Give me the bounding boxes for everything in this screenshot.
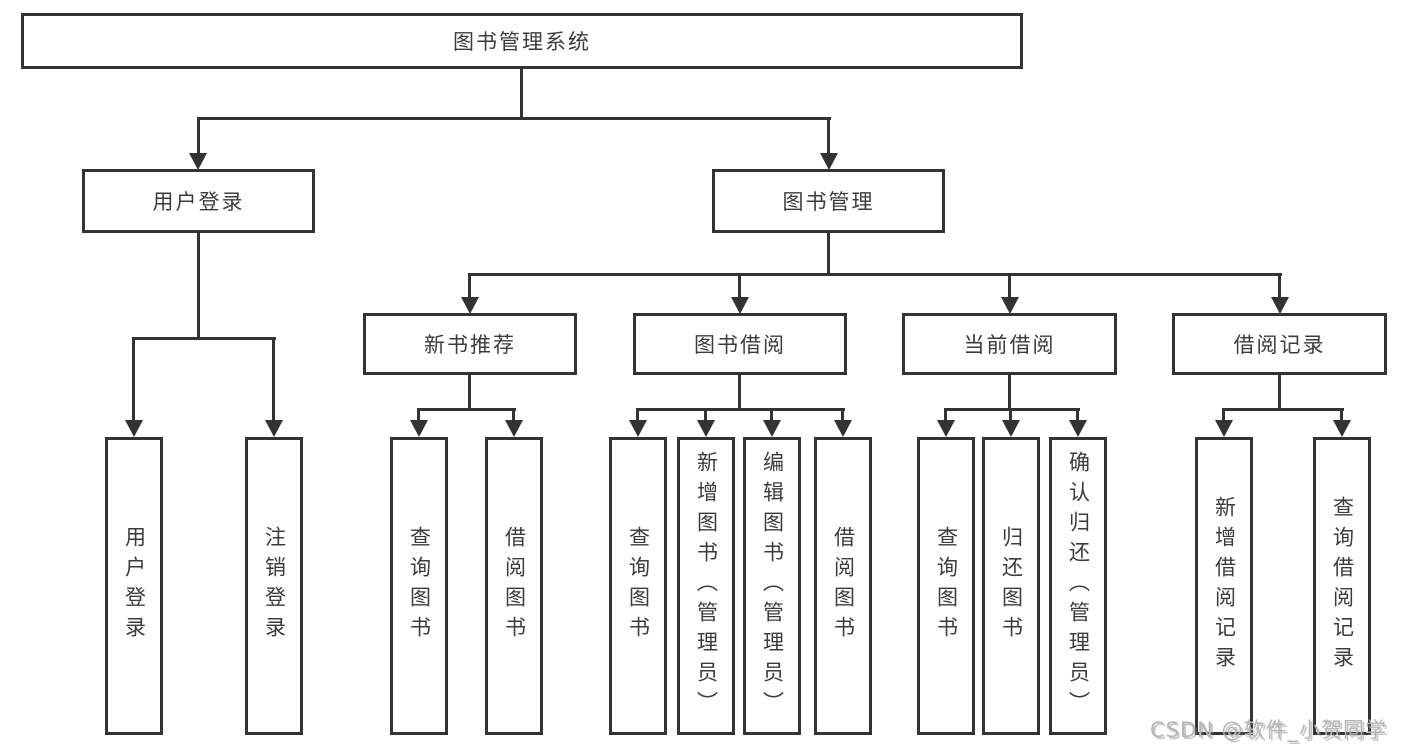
connector-h bbox=[197, 117, 831, 120]
node-label: 新增图书（管理员） bbox=[694, 451, 719, 721]
connector-v bbox=[1009, 408, 1012, 422]
connector-v bbox=[417, 408, 420, 422]
connector-v bbox=[1222, 408, 1225, 422]
connector-v bbox=[738, 375, 741, 408]
connector-h bbox=[468, 273, 1282, 276]
arrowhead-down-icon bbox=[1271, 297, 1289, 314]
leaf-logout: 注销登录 bbox=[245, 437, 303, 735]
leaf-query-borrow-record: 查询借阅记录 bbox=[1313, 437, 1371, 735]
arrowhead-down-icon bbox=[820, 153, 838, 170]
node-book-borrowing: 图书借阅 bbox=[633, 313, 847, 375]
csdn-watermark: CSDN @软件_小贺同学 bbox=[1150, 718, 1388, 742]
node-label: 查询图书 bbox=[626, 526, 651, 646]
leaf-borrow-books-recommend: 借阅图书 bbox=[485, 437, 543, 735]
node-user-login-module: 用户登录 bbox=[82, 169, 315, 233]
connector-v bbox=[1008, 375, 1011, 408]
node-label: 查询图书 bbox=[407, 526, 432, 646]
connector-v bbox=[197, 117, 200, 155]
connector-h bbox=[1222, 408, 1344, 411]
arrowhead-down-icon bbox=[1001, 297, 1019, 314]
node-label: 借阅图书 bbox=[831, 526, 856, 646]
node-label: 查询图书 bbox=[934, 526, 959, 646]
node-label: 注销登录 bbox=[262, 526, 287, 646]
connector-v bbox=[468, 273, 471, 299]
connector-v bbox=[1008, 273, 1011, 299]
node-borrowing-records: 借阅记录 bbox=[1172, 313, 1387, 375]
arrowhead-down-icon bbox=[834, 420, 852, 437]
node-label: 图书借阅 bbox=[694, 333, 786, 357]
connector-h bbox=[636, 408, 845, 411]
arrowhead-down-icon bbox=[731, 297, 749, 314]
node-current-borrowing: 当前借阅 bbox=[902, 313, 1117, 375]
arrowhead-down-icon bbox=[629, 420, 647, 437]
leaf-add-borrow-record: 新增借阅记录 bbox=[1195, 437, 1253, 735]
connector-v bbox=[770, 408, 773, 422]
node-label: 查询借阅记录 bbox=[1330, 496, 1355, 676]
arrowhead-down-icon bbox=[410, 420, 428, 437]
node-label: 确认归还（管理员） bbox=[1066, 451, 1091, 721]
arrowhead-down-icon bbox=[125, 420, 143, 437]
connector-v bbox=[520, 69, 523, 117]
node-label: 新书推荐 bbox=[424, 333, 516, 357]
connector-h bbox=[417, 408, 516, 411]
arrowhead-down-icon bbox=[1215, 420, 1233, 437]
connector-v bbox=[704, 408, 707, 422]
connector-v bbox=[827, 117, 830, 155]
connector-v bbox=[272, 337, 275, 421]
arrowhead-down-icon bbox=[1002, 420, 1020, 437]
arrowhead-down-icon bbox=[763, 420, 781, 437]
connector-v bbox=[468, 375, 471, 408]
arrowhead-down-icon bbox=[189, 153, 207, 170]
leaf-borrow-books-borrowing: 借阅图书 bbox=[814, 437, 872, 735]
connector-v bbox=[512, 408, 515, 422]
arrowhead-down-icon bbox=[1333, 420, 1351, 437]
node-label: 用户登录 bbox=[152, 190, 245, 214]
node-label: 借阅记录 bbox=[1233, 333, 1326, 357]
node-label: 图书管理 bbox=[782, 190, 875, 214]
leaf-query-books-recommend: 查询图书 bbox=[390, 437, 448, 735]
leaf-add-books-admin: 新增图书（管理员） bbox=[677, 437, 735, 735]
node-label: 新增借阅记录 bbox=[1212, 496, 1237, 676]
node-label: 归还图书 bbox=[999, 526, 1024, 646]
node-label: 当前借阅 bbox=[963, 333, 1056, 357]
arrowhead-down-icon bbox=[937, 420, 955, 437]
connector-v bbox=[1340, 408, 1343, 422]
connector-v bbox=[132, 337, 135, 421]
arrowhead-down-icon bbox=[461, 297, 479, 314]
leaf-query-books-current: 查询图书 bbox=[917, 437, 975, 735]
arrowhead-down-icon bbox=[265, 420, 283, 437]
node-label: 编辑图书（管理员） bbox=[760, 451, 785, 721]
connector-v bbox=[944, 408, 947, 422]
connector-v bbox=[841, 408, 844, 422]
connector-v bbox=[1278, 375, 1281, 408]
connector-v bbox=[827, 233, 830, 273]
node-label: 用户登录 bbox=[122, 526, 147, 646]
leaf-query-books-borrowing: 查询图书 bbox=[609, 437, 667, 735]
node-library-management-system: 图书管理系统 bbox=[21, 13, 1023, 69]
arrowhead-down-icon bbox=[697, 420, 715, 437]
leaf-user-login: 用户登录 bbox=[105, 437, 163, 735]
connector-h bbox=[944, 408, 1080, 411]
connector-v bbox=[197, 233, 200, 337]
leaf-edit-books-admin: 编辑图书（管理员） bbox=[743, 437, 801, 735]
node-new-book-recommendation: 新书推荐 bbox=[363, 313, 577, 375]
leaf-confirm-return-admin: 确认归还（管理员） bbox=[1049, 437, 1107, 735]
connector-v bbox=[1076, 408, 1079, 422]
connector-v bbox=[1278, 273, 1281, 299]
node-label: 借阅图书 bbox=[502, 526, 527, 646]
arrowhead-down-icon bbox=[1069, 420, 1087, 437]
leaf-return-books: 归还图书 bbox=[982, 437, 1040, 735]
connector-v bbox=[738, 273, 741, 299]
connector-h bbox=[132, 337, 276, 340]
connector-v bbox=[636, 408, 639, 422]
node-book-management-module: 图书管理 bbox=[712, 169, 945, 233]
arrowhead-down-icon bbox=[505, 420, 523, 437]
node-label: 图书管理系统 bbox=[453, 30, 591, 54]
